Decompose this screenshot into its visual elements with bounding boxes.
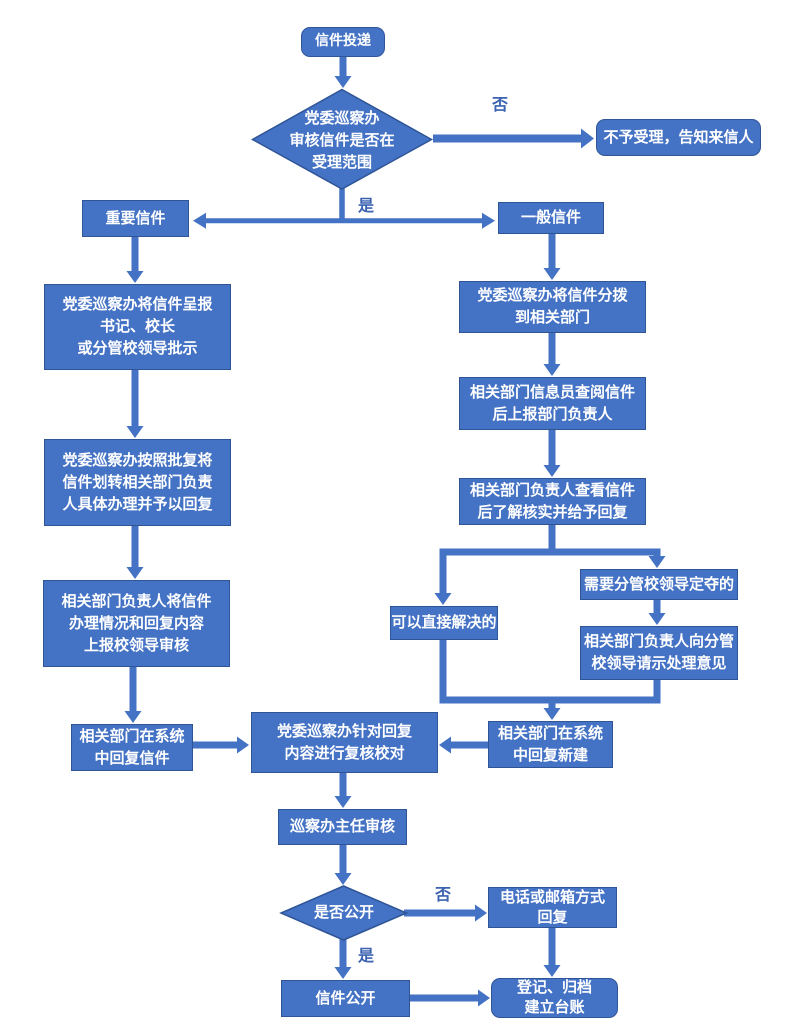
edge-label-yes-bottom: 是 — [357, 948, 375, 965]
node-need-leader-decide: 需要分管校领导定夺的 — [580, 569, 738, 600]
edge-label-yes-top: 是 — [357, 198, 375, 215]
decision-review-scope-shape — [250, 88, 434, 190]
node-dispatch-dept: 党委巡察办将信件分拨 到相关部门 — [459, 281, 646, 333]
node-info-officer: 相关部门信息员查阅信件 后上报部门负责人 — [459, 377, 646, 430]
node-dept-head-check: 相关部门负责人查看信件 后了解核实并给予回复 — [459, 478, 646, 525]
node-proofread: 党委巡察办针对回复 内容进行复核校对 — [251, 712, 438, 773]
node-general-letter: 一般信件 — [498, 202, 604, 234]
node-letter-public: 信件公开 — [281, 980, 410, 1017]
node-ask-leader-opinion: 相关部门负责人向分管 校领导请示处理意见 — [580, 626, 738, 680]
decision-is-public-shape — [279, 885, 409, 941]
edge-label-no-bottom: 否 — [434, 887, 452, 904]
node-reply-system-letter: 相关部门在系统 中回复信件 — [71, 724, 193, 771]
node-transfer-dept: 党委巡察办按照批复将 信件划转相关部门负责 人具体办理并予以回复 — [44, 439, 231, 526]
node-start: 信件投递 — [301, 27, 385, 57]
node-phone-email-reply: 电话或邮箱方式 回复 — [488, 887, 617, 928]
node-report-review: 相关部门负责人将信件 办理情况和回复内容 上报校领导审核 — [43, 580, 230, 667]
node-submit-leaders: 党委巡察办将信件呈报 书记、校长 或分管校领导批示 — [44, 284, 231, 370]
node-director-review: 巡察办主任审核 — [278, 809, 407, 845]
node-reply-system-new: 相关部门在系统 中回复新建 — [488, 721, 613, 768]
node-important-letter: 重要信件 — [82, 200, 189, 237]
edge-label-no-top: 否 — [491, 97, 509, 114]
node-reject: 不予受理，告知来信人 — [596, 119, 761, 156]
node-direct-solve: 可以直接解决的 — [390, 606, 498, 640]
node-register-archive: 登记、归档 建立台账 — [491, 978, 618, 1018]
